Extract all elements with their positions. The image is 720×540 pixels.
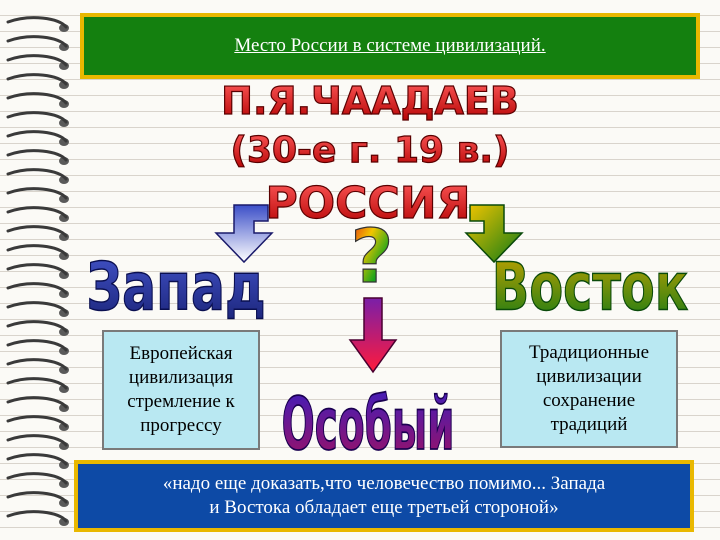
east-description-box: Традиционные цивилизации сохранение трад…: [500, 330, 678, 448]
binding-ring: [6, 339, 68, 352]
binding-ring: [6, 263, 68, 276]
binding-ring: [6, 73, 68, 86]
binding-ring: [6, 168, 68, 181]
west-description-box: Европейская цивилизация стремление к про…: [102, 330, 260, 450]
binding-ring: [6, 434, 68, 447]
binding-ring: [6, 130, 68, 143]
east-line: Традиционные: [528, 342, 650, 363]
period-label: (30-е г. 19 в.): [231, 130, 510, 171]
binding-ring: [6, 301, 68, 314]
binding-ring: [6, 377, 68, 390]
binding-ring: [6, 453, 68, 466]
east-line: традиций: [550, 414, 628, 435]
binding-ring: [6, 491, 68, 504]
west-line: Европейская: [129, 343, 233, 364]
west-label: Запад: [86, 248, 265, 326]
special-arrow: [348, 297, 398, 374]
russia-label: РОССИЯ: [266, 178, 471, 229]
binding-ring: [6, 396, 68, 409]
quote-line: и Востока обладает еще третьей стороной»: [209, 497, 559, 518]
binding-ring: [6, 206, 68, 219]
binding-ring: [6, 472, 68, 485]
binding-ring: [6, 510, 68, 523]
slide-title: Место России в системе цивилизаций.: [234, 35, 546, 56]
west-line: стремление к: [127, 391, 235, 412]
title-panel: Место России в системе цивилизаций.: [84, 17, 696, 75]
east-line: сохранение: [542, 390, 636, 411]
binding-ring: [6, 187, 68, 200]
spiral-binding: [6, 16, 69, 526]
question-mark: ?: [351, 214, 394, 300]
special-label: Особый: [282, 382, 455, 467]
binding-ring: [6, 282, 68, 295]
binding-ring: [6, 111, 68, 124]
binding-ring: [6, 149, 68, 162]
east-arrow: [464, 204, 524, 264]
quote-panel: «надо еще доказать,что человечество поми…: [78, 464, 690, 528]
east-line: цивилизации: [536, 366, 642, 387]
binding-ring: [6, 358, 68, 371]
binding-ring: [6, 415, 68, 428]
author-name: П.Я.ЧААДАЕВ: [221, 79, 519, 123]
quote-frame: «надо еще доказать,что человечество поми…: [74, 460, 694, 532]
east-label: Восток: [492, 248, 688, 325]
quote-line: «надо еще доказать,что человечество поми…: [162, 473, 606, 494]
west-line: прогрессу: [140, 415, 222, 436]
binding-ring: [6, 35, 68, 48]
binding-ring: [6, 16, 68, 29]
binding-ring: [6, 320, 68, 333]
west-line: цивилизация: [128, 367, 234, 388]
title-bar: Место России в системе цивилизаций.: [80, 13, 700, 79]
binding-ring: [6, 92, 68, 105]
west-arrow: [214, 204, 274, 264]
binding-ring: [6, 225, 68, 238]
binding-ring: [6, 54, 68, 67]
binding-ring: [6, 244, 68, 257]
